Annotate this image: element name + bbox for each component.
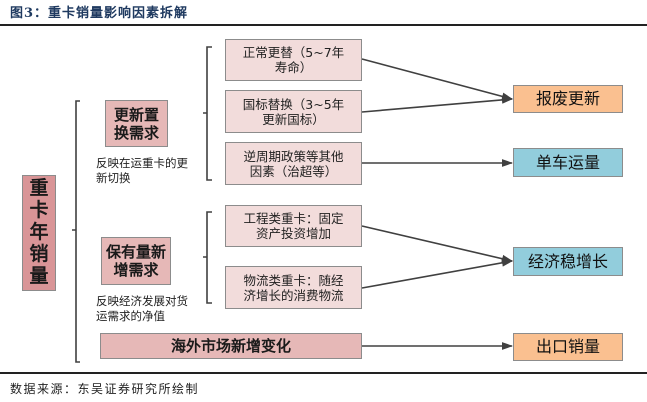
factor-line: 逆周期政策等其他 [243, 148, 344, 164]
factor-line: 因素（治超等） [249, 163, 338, 179]
replacement-bracket [203, 46, 212, 181]
root-node-heavy-truck-sales: 重 卡 年 销 量 [22, 175, 56, 291]
top-rule [0, 24, 647, 26]
category-stock-growth-demand: 保有量新 增需求 [101, 237, 171, 285]
main-bracket [72, 100, 80, 363]
note-line: 运需求的净值 [96, 308, 165, 323]
factor-line: 寿命） [274, 60, 313, 75]
arrow-factor2-to-scrap [361, 95, 514, 113]
arrow-factor4-to-growth [361, 225, 514, 263]
note-line: 反映经济发展对货 [96, 294, 188, 308]
category-overseas-market: 海外市场新增变化 [100, 333, 362, 359]
arrow-factor1-to-scrap [361, 58, 514, 101]
factor-engineering-trucks: 工程类重卡：固定 资产投资增加 [225, 205, 362, 247]
outcome-steady-economic-growth: 经济稳增长 [513, 247, 623, 276]
note-line: 反映在运重卡的更 [96, 156, 188, 170]
factor-line: 正常更替（5~7年 [242, 45, 345, 60]
category-stock-growth-note: 反映经济发展对货 运需求的净值 [96, 294, 188, 324]
factor-line: 工程类重卡：固定 [243, 211, 344, 226]
stock-bracket [203, 211, 212, 304]
root-char: 重 [29, 177, 49, 200]
factor-line: 物流类重卡：随经 [243, 272, 344, 288]
factor-countercyclical-policy: 逆周期政策等其他 因素（治超等） [225, 142, 362, 185]
category-label-line: 换需求 [113, 123, 159, 142]
outcome-export-sales: 出口销量 [513, 333, 623, 361]
source-note: 数据来源：东吴证券研究所绘制 [10, 382, 200, 396]
root-char: 量 [29, 264, 49, 287]
category-label-line: 增需求 [113, 261, 159, 279]
bottom-rule [0, 372, 647, 374]
root-char: 销 [29, 242, 49, 265]
outcome-per-vehicle-load: 单车运量 [513, 148, 623, 177]
factor-normal-replacement: 正常更替（5~7年 寿命） [225, 39, 362, 81]
factor-line: 国标替换（3~5年 [242, 96, 345, 112]
note-line: 新切换 [96, 170, 131, 185]
factor-line: 济增长的消费物流 [243, 287, 344, 303]
root-char: 年 [29, 221, 49, 244]
factor-line: 更新国标） [262, 111, 325, 127]
category-label-line: 更新置 [113, 105, 159, 124]
outcome-scrap-renewal: 报废更新 [513, 85, 623, 113]
category-label-line: 保有量新 [105, 243, 166, 261]
factor-line: 资产投资增加 [255, 226, 331, 241]
factor-emission-standard-replacement: 国标替换（3~5年 更新国标） [225, 90, 362, 133]
category-replacement-note: 反映在运重卡的更 新切换 [96, 156, 188, 186]
arrow-factor5-to-growth [361, 258, 514, 289]
figure-title: 图3：重卡销量影响因素拆解 [10, 6, 189, 21]
category-replacement-demand: 更新置 换需求 [105, 100, 168, 147]
root-char: 卡 [29, 199, 49, 222]
factor-logistics-trucks: 物流类重卡：随经 济增长的消费物流 [225, 266, 362, 309]
